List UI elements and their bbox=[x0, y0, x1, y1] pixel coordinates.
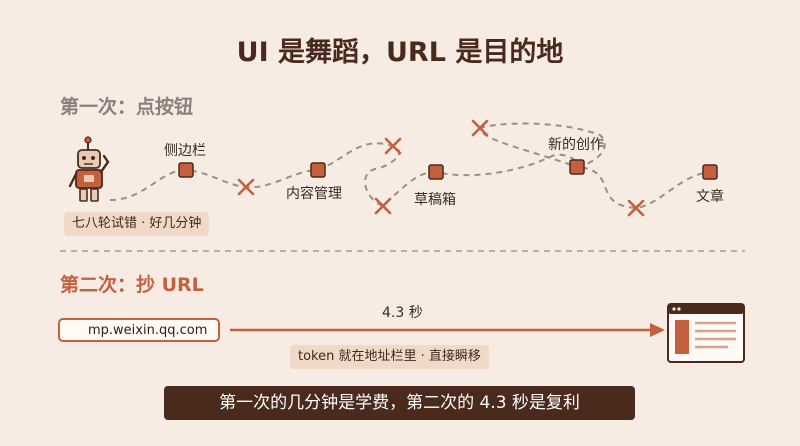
node-label-new-creation: 新的创作 bbox=[548, 137, 604, 153]
trial-caption: 七八轮试错 · 好几分钟 bbox=[64, 212, 210, 236]
node-label-drafts: 草稿箱 bbox=[414, 192, 456, 208]
cross-icon bbox=[384, 137, 402, 155]
cross-icon bbox=[374, 197, 392, 215]
speed-label: 4.3 秒 bbox=[382, 305, 423, 321]
summary-banner: 第一次的几分钟是学费，第二次的 4.3 秒是复利 bbox=[164, 386, 635, 420]
direct-arrow bbox=[230, 323, 665, 337]
node-sidebar bbox=[178, 162, 194, 178]
teleport-caption: token 就在地址栏里 · 直接瞬移 bbox=[290, 345, 489, 369]
page-title: UI 是舞蹈，URL 是目的地 bbox=[236, 37, 564, 68]
url-text: mp.weixin.qq.com bbox=[88, 322, 208, 338]
robot-icon bbox=[68, 136, 110, 202]
wandering-path bbox=[109, 122, 711, 210]
node-label-sidebar: 侧边栏 bbox=[164, 143, 206, 159]
node-new-creation bbox=[569, 159, 585, 175]
cross-icon bbox=[471, 119, 489, 137]
url-field: mp.weixin.qq.com bbox=[58, 318, 220, 342]
section-one-heading: 第一次：点按钮 bbox=[60, 96, 194, 118]
section-two-heading: 第二次：抄 URL bbox=[60, 274, 204, 296]
node-drafts bbox=[428, 164, 444, 180]
node-article bbox=[702, 164, 718, 180]
cross-icon bbox=[237, 178, 255, 196]
node-content-management bbox=[310, 162, 326, 178]
browser-window-icon bbox=[667, 303, 745, 363]
cross-icon bbox=[627, 199, 645, 217]
node-label-content-management: 内容管理 bbox=[286, 186, 342, 202]
node-label-article: 文章 bbox=[696, 189, 724, 205]
